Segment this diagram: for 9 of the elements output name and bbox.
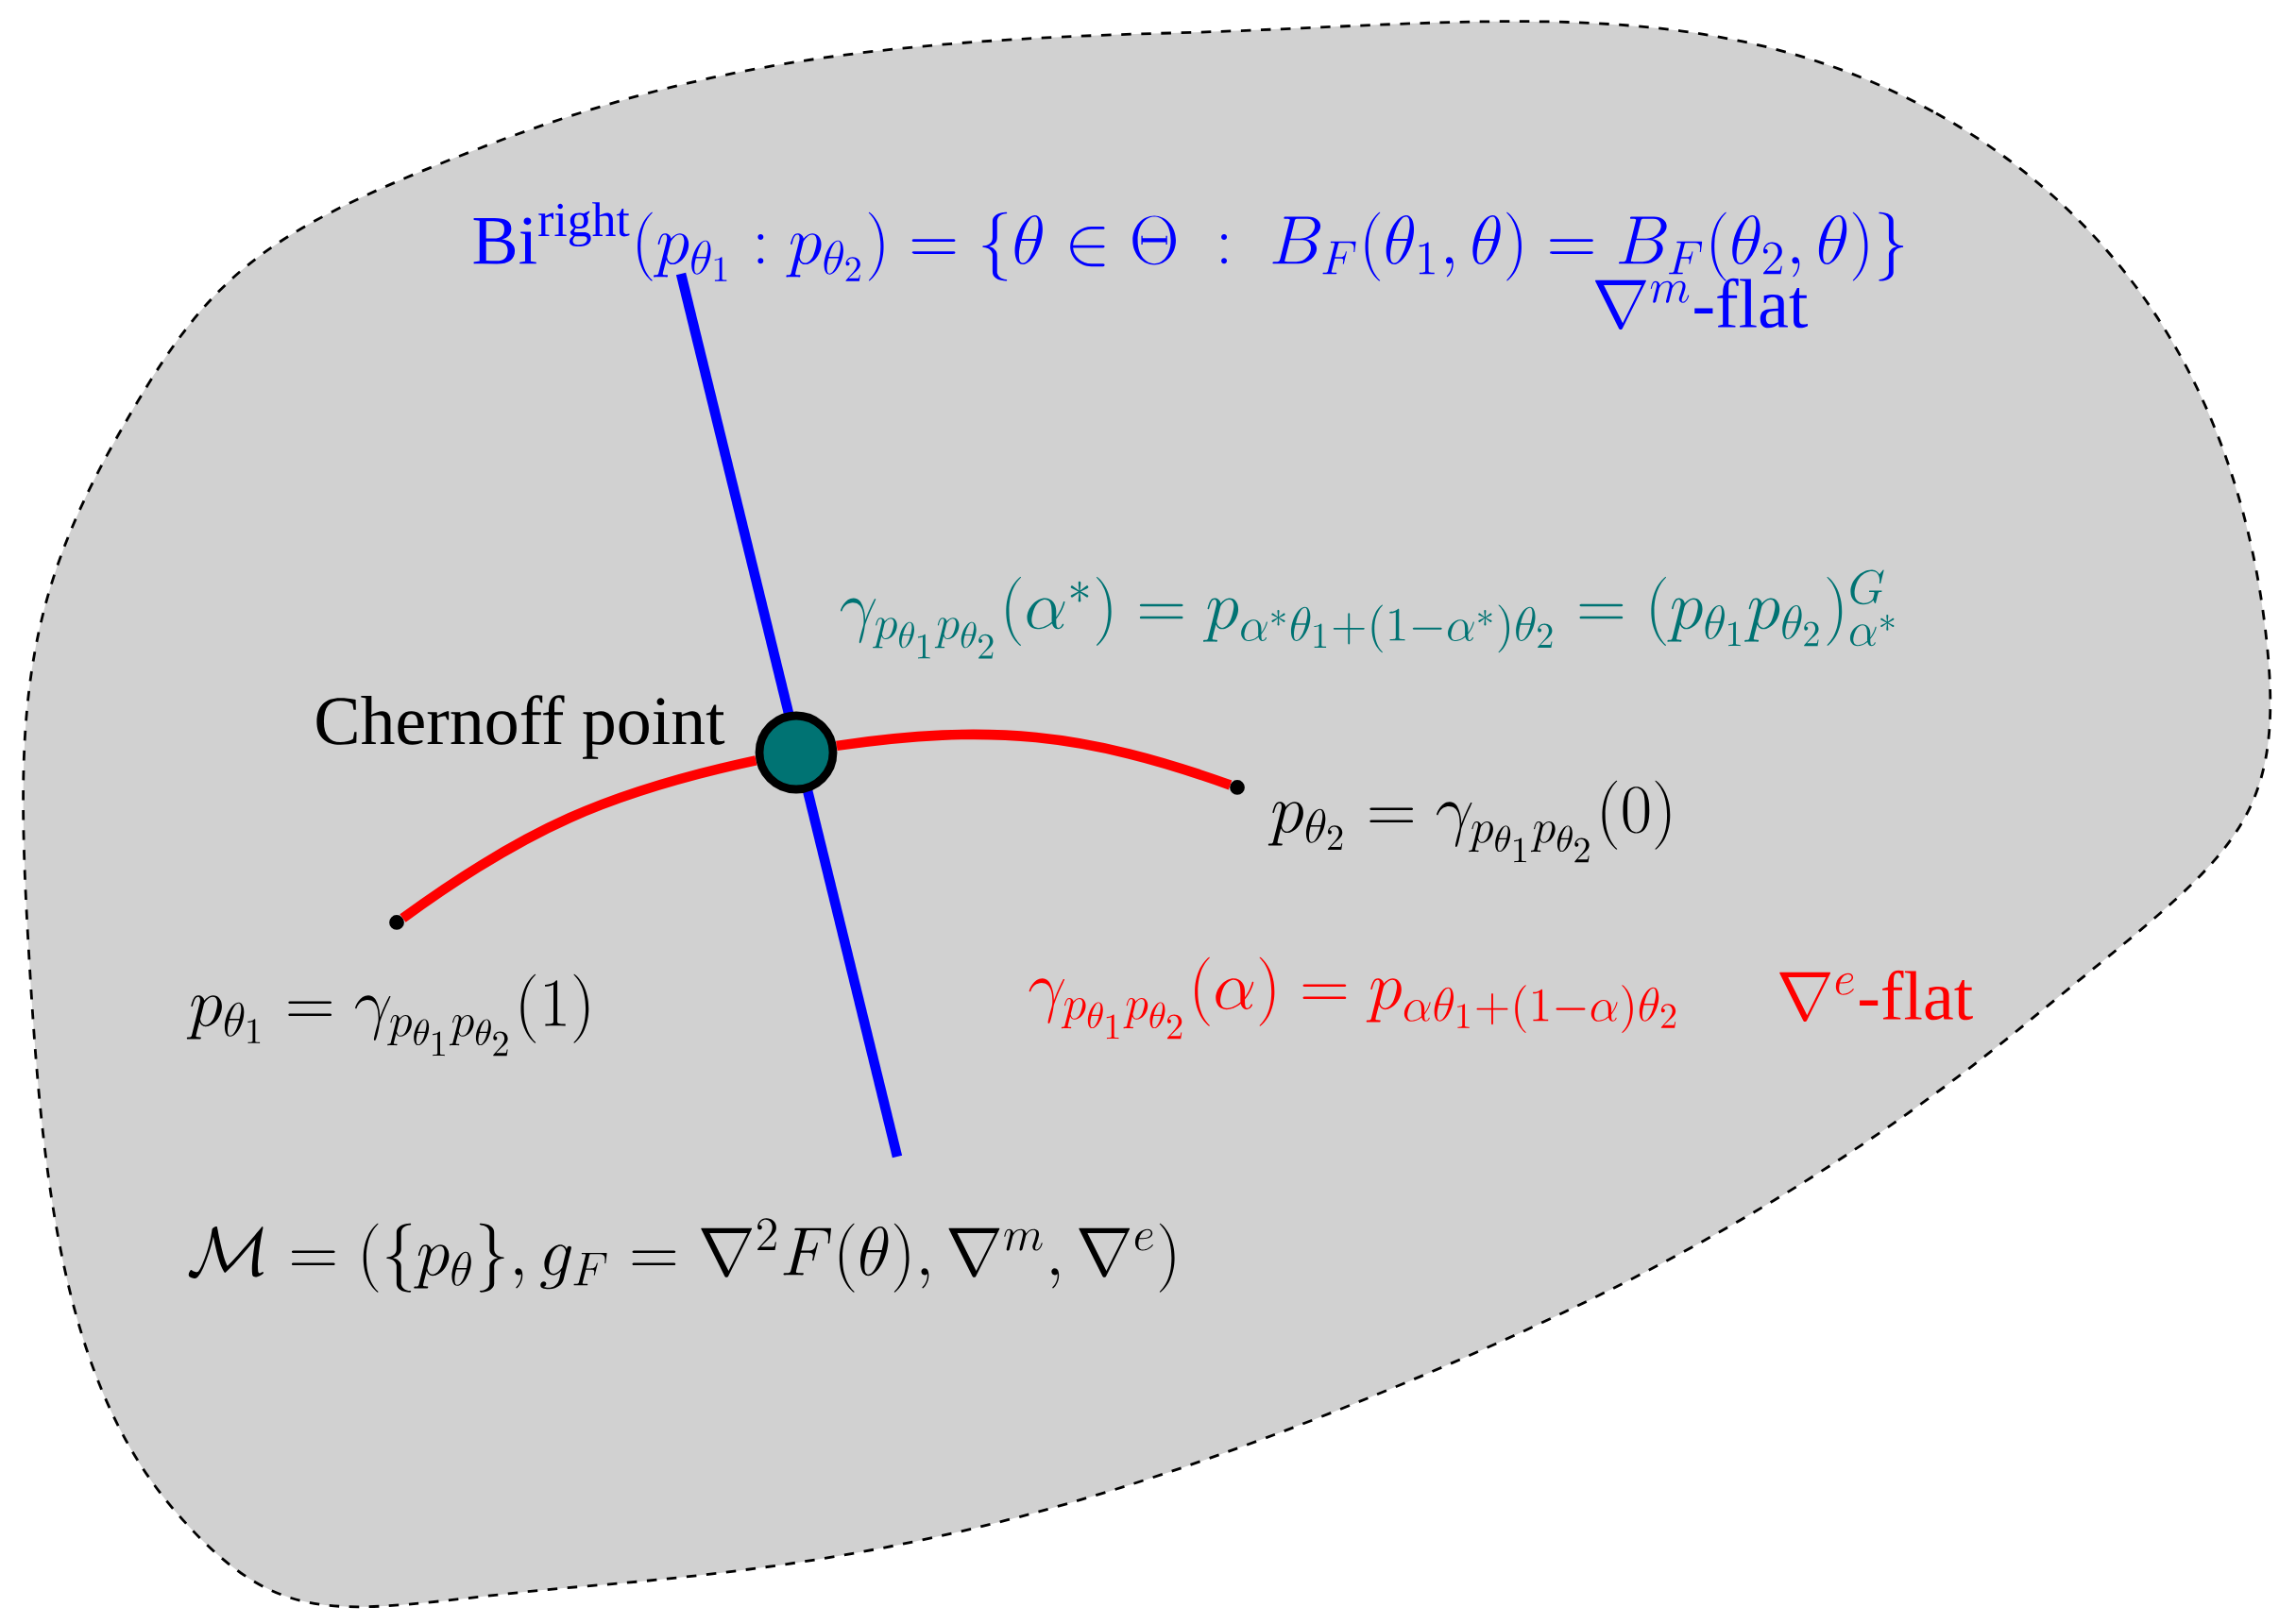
formula-label: $\gamma_{p_{\theta_1}p_{\theta_2}}(\alpha^*) = p_{\alpha^*\theta_1+(1-\alpha^*)\theta_2} = (p_{\theta_1}p_{\theta_2})^G_{\alpha^*}$ — [840, 569, 1895, 659]
curve — [836, 729, 1233, 790]
point-label: $p_{\theta_2} = \gamma_{p_{\theta_1}p_{\theta_2}}(0)$ — [1267, 780, 1671, 863]
formula-label: $\nabla^e\text{-flat}$ — [1779, 970, 1973, 1023]
formula-label: $\gamma_{p_{\theta_1}p_{\theta_2}}(\alpha) = p_{\alpha\theta_1+(1-\alpha)\theta_2}$ — [1029, 956, 1676, 1040]
point-dot — [389, 915, 404, 930]
point-label: $p_{\theta_1} = \gamma_{p_{\theta_1}p_{\theta_2}}(1)$ — [186, 973, 589, 1057]
point-name: Chernoff point — [316, 695, 725, 759]
curve — [400, 755, 757, 922]
